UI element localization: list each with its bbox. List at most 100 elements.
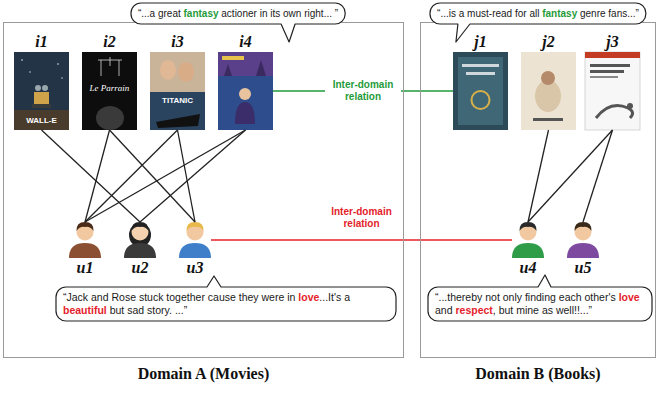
text-run: [556, 291, 559, 303]
item-label: i3: [171, 34, 183, 50]
text-run: [527, 8, 530, 19]
keyword: love: [619, 291, 640, 303]
text-run: [181, 8, 184, 19]
relation-label: Inter-domain relation: [324, 206, 400, 230]
text-run: ...”: [627, 8, 639, 19]
review-text: “Jack and Rose stuck together cause they…: [63, 291, 389, 317]
text-run: they: [239, 291, 259, 303]
text-run: [109, 291, 112, 303]
book-cover: [627, 103, 633, 109]
user-icon: [512, 243, 544, 258]
text-run: in: [260, 8, 268, 19]
keyword: respect: [455, 304, 492, 316]
bubble-outline: [430, 3, 646, 42]
user-icon: [179, 222, 211, 258]
item-label: j1: [474, 34, 486, 50]
user-label: u1: [77, 260, 94, 276]
item-label: j2: [542, 34, 554, 50]
book-cover: [541, 71, 555, 85]
text-run: [577, 8, 580, 19]
movie-poster: [150, 52, 205, 130]
inter-domain-link: [211, 239, 512, 241]
movie-poster: [222, 56, 244, 60]
text-run: but: [499, 304, 514, 316]
text-run: [107, 304, 110, 316]
text-run: Rose: [111, 291, 136, 303]
user-node: u3: [179, 222, 211, 258]
text-run: and: [91, 291, 109, 303]
movie-poster: [61, 77, 62, 78]
text-run: [341, 291, 344, 303]
text-run: [539, 304, 542, 316]
text-run: [124, 304, 127, 316]
movie-poster: [32, 104, 51, 108]
text-run: ...: [319, 291, 328, 303]
movie-poster: [218, 52, 273, 130]
book-cover: [462, 64, 499, 67]
bubble-outline: [56, 276, 396, 321]
user-icon: [69, 243, 101, 258]
movie-poster: [218, 52, 273, 76]
movie-poster: [235, 102, 255, 124]
text-run: [616, 291, 619, 303]
item-label: i4: [239, 34, 251, 50]
movie-poster: [224, 60, 266, 76]
movie-poster: [14, 52, 69, 130]
book-cover: [590, 64, 630, 67]
text-run: [482, 291, 485, 303]
text-run: its: [270, 8, 280, 19]
book-cover: [533, 118, 563, 121]
text-run: [163, 291, 166, 303]
movie-poster: [160, 60, 176, 80]
movie-poster: [21, 59, 23, 61]
user-icon: [512, 222, 544, 258]
poster-title: TITANIC: [162, 97, 193, 106]
text-run: -: [489, 8, 492, 19]
text-run: all: [529, 8, 539, 19]
user-icon: [567, 243, 599, 258]
movie-poster: [150, 52, 205, 92]
book-cover: [590, 76, 618, 78]
text-run: ': [608, 291, 610, 303]
text-run: and: [435, 304, 453, 316]
text-run: [500, 291, 503, 303]
interaction-line: [140, 130, 246, 222]
user-icon: [574, 222, 591, 231]
text-run: cause: [208, 291, 236, 303]
text-run: !!...”: [574, 304, 592, 316]
text-run: [257, 8, 260, 19]
text-run: read: [492, 8, 512, 19]
item-label: j3: [606, 34, 618, 50]
text-run: but: [110, 304, 125, 316]
text-run: not: [485, 291, 500, 303]
text-run: “: [63, 291, 67, 303]
keyword: beautiful: [63, 304, 107, 316]
user-label: u2: [132, 260, 149, 276]
book-cover: [453, 52, 508, 130]
poster-title: Le Parrain: [90, 84, 130, 94]
movie-poster: [82, 52, 137, 130]
text-run: [553, 304, 556, 316]
user-label: u5: [575, 260, 592, 276]
text-run: [155, 8, 158, 19]
book-cover: [585, 52, 640, 130]
text-run: great: [158, 8, 181, 19]
text-run: as: [542, 304, 553, 316]
text-run: fans: [608, 8, 627, 19]
movie-poster: [239, 88, 251, 100]
item-label: i1: [35, 34, 47, 50]
movie-poster: [57, 63, 59, 65]
movie-poster: [156, 114, 200, 128]
text-run: were: [262, 291, 285, 303]
text-run: [236, 291, 239, 303]
text-run: [267, 8, 270, 19]
item-poster: j2: [521, 52, 576, 130]
movie-poster: [82, 52, 137, 130]
book-cover: [521, 52, 576, 130]
user-node: u5: [567, 222, 599, 258]
text-run: “...: [437, 8, 449, 19]
text-run: [280, 8, 283, 19]
item-poster: j1: [453, 52, 508, 130]
